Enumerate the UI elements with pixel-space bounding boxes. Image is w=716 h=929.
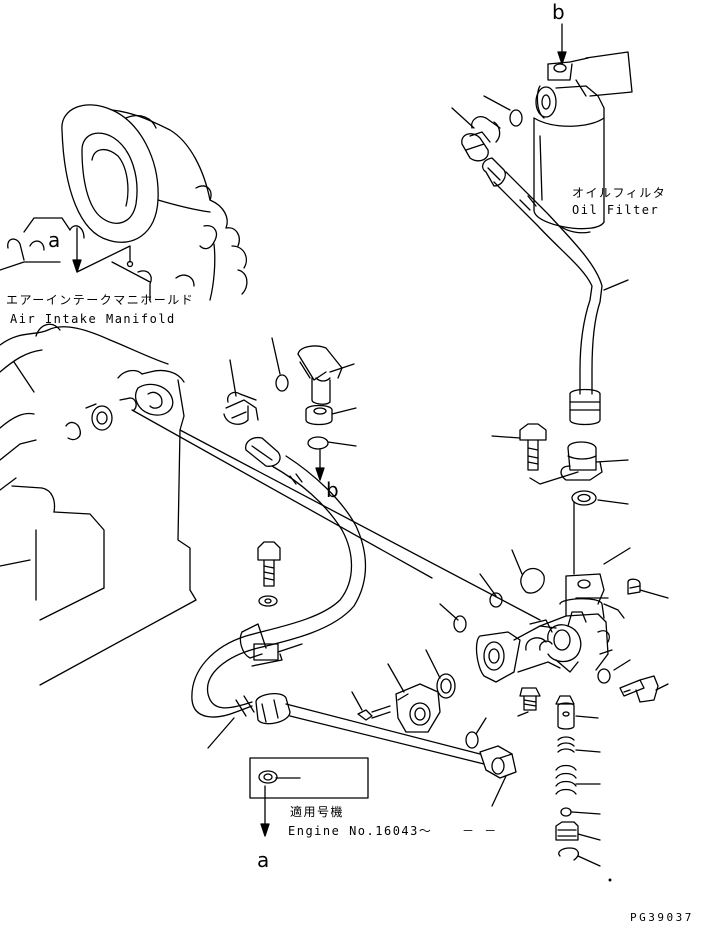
flow-arrows bbox=[73, 24, 566, 836]
relief-valve-parts bbox=[556, 696, 578, 860]
right-adapter bbox=[520, 424, 602, 574]
turbocharger bbox=[62, 105, 247, 300]
serial-label-jp: 適用号機 bbox=[290, 805, 345, 819]
oil-filter-label-jp: オイルフィルタ bbox=[572, 186, 667, 200]
engine-block bbox=[0, 218, 196, 685]
callout-b-mid: b bbox=[326, 478, 339, 502]
drawing-code: PG39037 bbox=[630, 911, 694, 924]
manifold-label-en: Air Intake Manifold bbox=[10, 312, 176, 326]
right-bolts bbox=[620, 579, 658, 702]
o-rings bbox=[454, 569, 610, 684]
filter-elbow bbox=[462, 110, 522, 161]
guide-lines bbox=[132, 410, 540, 620]
center-adapter bbox=[224, 346, 342, 449]
dash-mark: － － bbox=[462, 824, 498, 838]
filter-tube bbox=[483, 158, 602, 425]
manifold-label-jp: エアーインテークマニホールド bbox=[6, 293, 195, 307]
lower-tube bbox=[286, 704, 516, 778]
oil-filter-label-en: Oil Filter bbox=[572, 203, 660, 217]
leader-lines bbox=[112, 96, 668, 866]
serial-box bbox=[250, 758, 368, 798]
callout-a-bottom: a bbox=[257, 848, 270, 872]
valve-block bbox=[477, 574, 624, 682]
callout-a-left: a bbox=[48, 228, 61, 252]
outlet-flange bbox=[358, 674, 478, 748]
serial-label-en: Engine No.16043〜 bbox=[288, 824, 433, 838]
clip-bolt bbox=[254, 542, 280, 660]
drain-plug bbox=[520, 688, 540, 710]
oil-tube-main bbox=[192, 438, 366, 724]
callout-b-top: b bbox=[552, 0, 565, 24]
oil-filter bbox=[534, 52, 632, 233]
